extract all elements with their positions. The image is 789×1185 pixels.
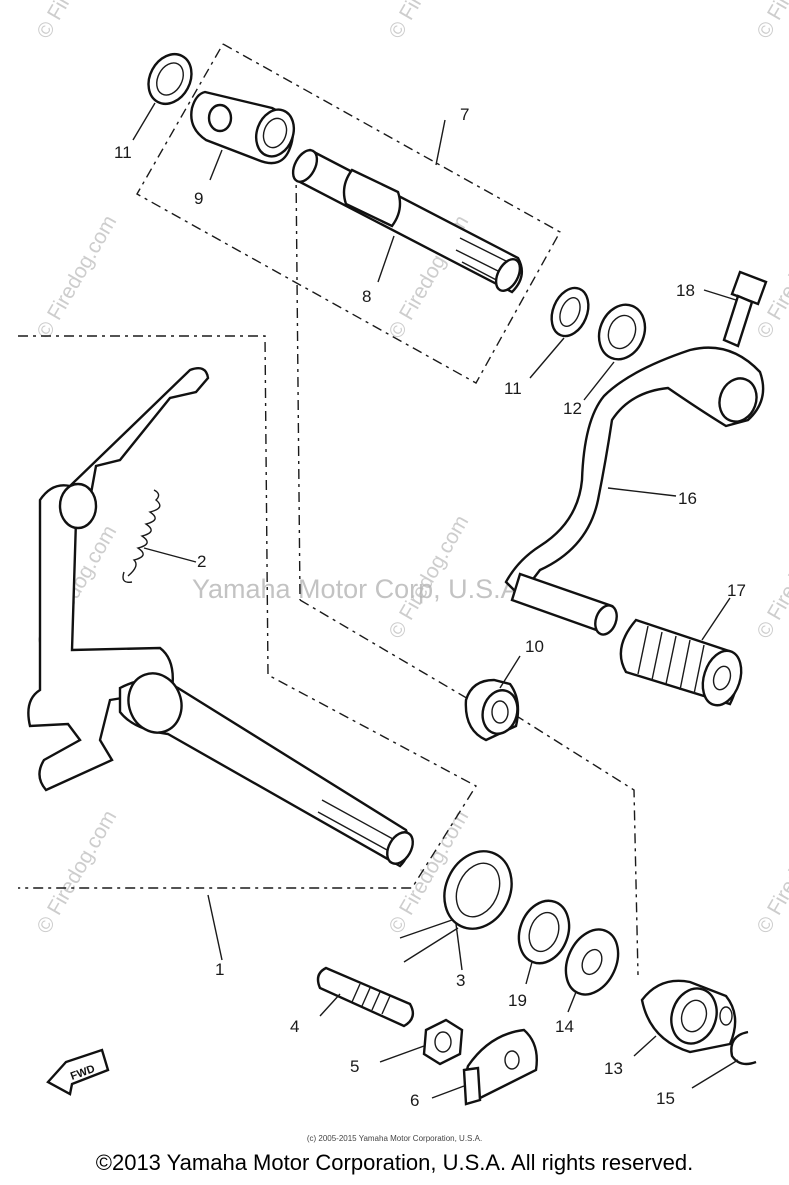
oil-seal-part-12 bbox=[583, 303, 647, 401]
callout-10: 10 bbox=[525, 637, 544, 656]
callout-12: 12 bbox=[563, 399, 582, 418]
callout-3: 3 bbox=[456, 971, 465, 990]
callout-2: 2 bbox=[197, 552, 206, 571]
pedal-rubber-part-17 bbox=[510, 572, 743, 707]
circlip-part-15 bbox=[691, 1030, 757, 1089]
washer-part-14 bbox=[564, 928, 620, 1013]
callout-13: 13 bbox=[604, 1059, 623, 1078]
washer-part-11-top bbox=[132, 52, 193, 141]
watermark-center: Yamaha Motor Corp, U.S.A. bbox=[192, 574, 526, 604]
callout-16: 16 bbox=[678, 489, 697, 508]
watermark-site: © Firedog.com bbox=[32, 211, 121, 342]
watermark-site: © Firedog.com bbox=[32, 0, 121, 43]
stopper-plate-part-6 bbox=[431, 1028, 538, 1106]
shift-pedal-part-16 bbox=[504, 346, 765, 598]
washer-part-11-right bbox=[529, 286, 590, 379]
callout-14: 14 bbox=[555, 1017, 574, 1036]
small-credit-line: (c) 2005-2015 Yamaha Motor Corporation, … bbox=[306, 1134, 483, 1143]
callout-numbers: 1 2 3 4 5 6 7 8 9 10 11 11 12 13 14 15 1… bbox=[114, 105, 746, 1110]
stopper-bolt-part-4 bbox=[316, 966, 415, 1028]
watermark-site: © Firedog.com bbox=[752, 211, 789, 342]
callout-11-top: 11 bbox=[114, 143, 132, 162]
callout-8: 8 bbox=[362, 287, 371, 306]
watermark-site: © Firedog.com bbox=[752, 511, 789, 642]
watermark-layer: © Firedog.com © Firedog.com © Firedog.co… bbox=[32, 0, 789, 938]
shaft-part-8 bbox=[291, 148, 524, 294]
nut-part-5 bbox=[379, 1018, 464, 1066]
forward-arrow-icon: FWD bbox=[46, 1048, 110, 1096]
callout-4: 4 bbox=[290, 1017, 299, 1036]
watermark-site: © Firedog.com bbox=[752, 0, 789, 43]
callout-6: 6 bbox=[410, 1091, 419, 1110]
callout-15: 15 bbox=[656, 1089, 675, 1108]
callout-18: 18 bbox=[676, 281, 695, 300]
seal-part-19 bbox=[517, 899, 571, 985]
callout-19: 19 bbox=[508, 991, 527, 1010]
callout-7: 7 bbox=[460, 105, 469, 124]
shift-shaft-part-1 bbox=[27, 367, 414, 961]
bolt-part-18 bbox=[703, 270, 768, 348]
callout-5: 5 bbox=[350, 1057, 359, 1076]
copyright-footer: ©2013 Yamaha Motor Corporation, U.S.A. A… bbox=[95, 1150, 694, 1175]
watermark-site: © Firedog.com bbox=[32, 806, 121, 937]
shift-boss-part-13 bbox=[633, 979, 737, 1057]
collar-part-10 bbox=[464, 655, 521, 742]
callout-9: 9 bbox=[194, 189, 203, 208]
watermark-site: © Firedog.com bbox=[752, 806, 789, 937]
watermark-site: © Firedog.com bbox=[384, 0, 473, 43]
group-outlines bbox=[18, 43, 639, 976]
callout-11-right: 11 bbox=[504, 379, 522, 398]
callout-1: 1 bbox=[215, 960, 224, 979]
callout-17: 17 bbox=[727, 581, 746, 600]
return-spring-part-2 bbox=[122, 489, 197, 583]
torsion-spring-part-3 bbox=[399, 850, 513, 971]
shift-arm-part-9 bbox=[190, 90, 296, 181]
